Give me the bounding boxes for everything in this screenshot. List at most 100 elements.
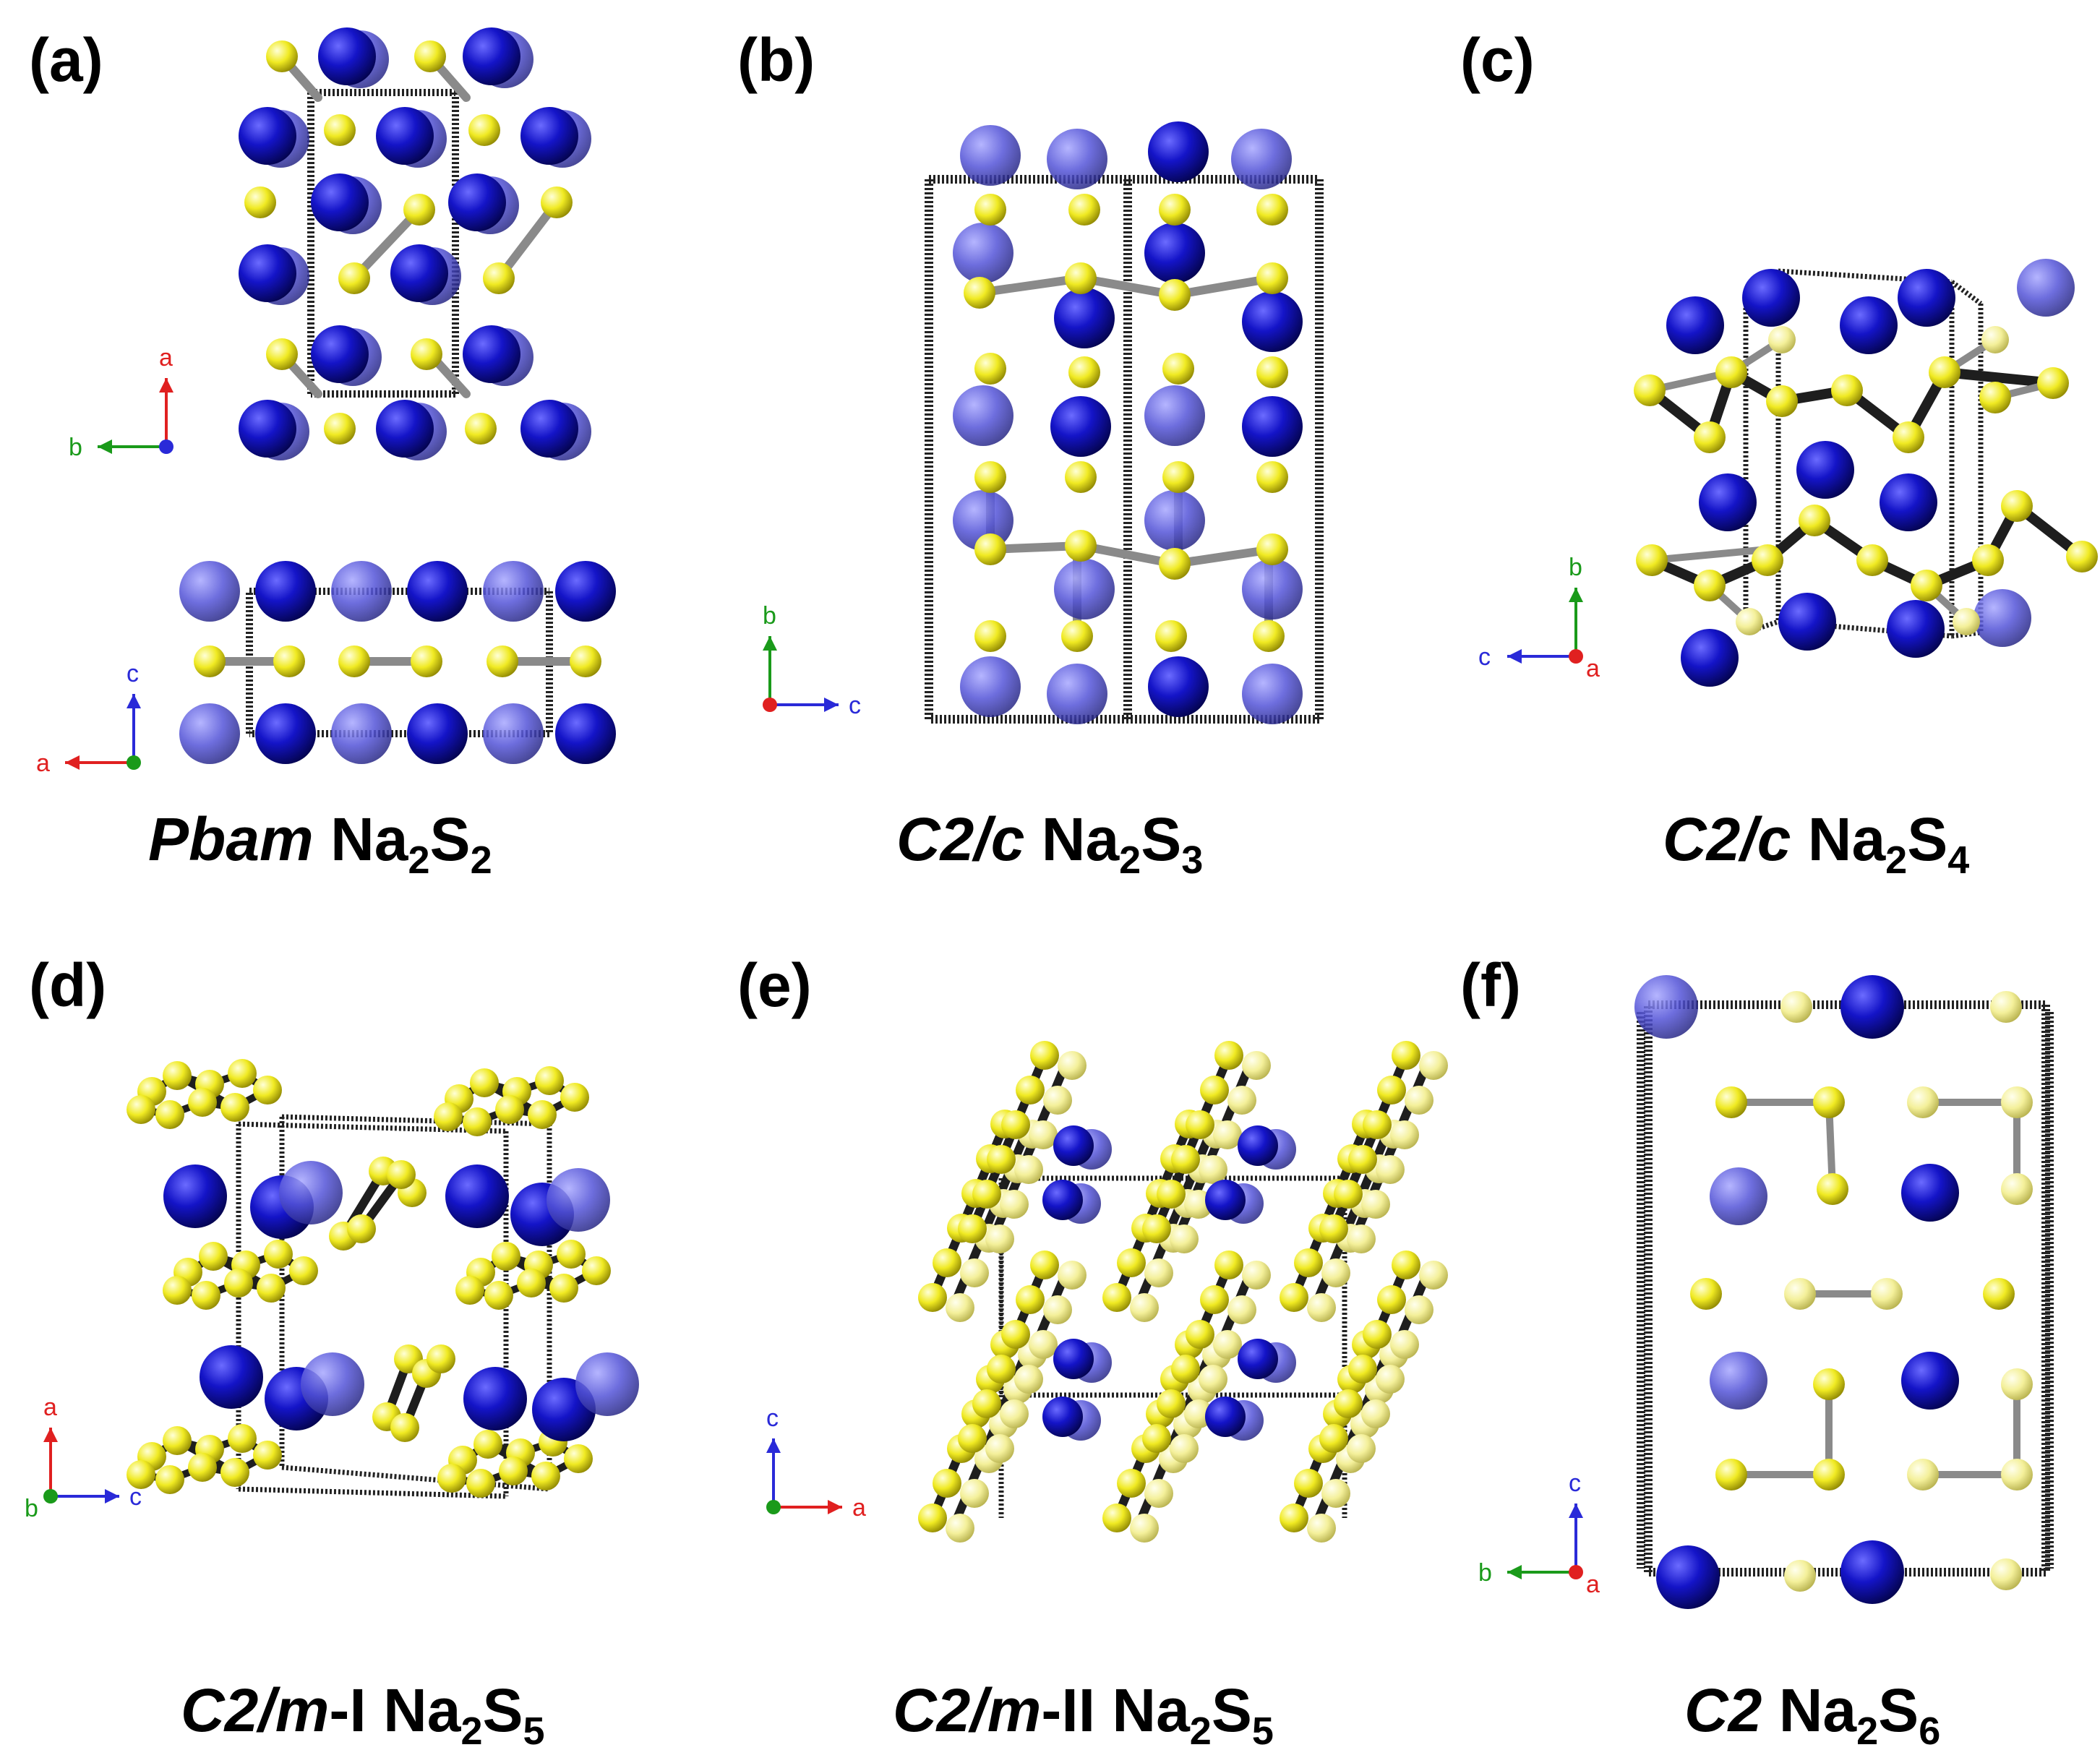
na-atom <box>463 27 520 85</box>
axis-label-horizontal: b <box>1478 1559 1492 1587</box>
s-atom <box>557 1240 586 1269</box>
s-atom <box>958 1424 987 1453</box>
na-atom <box>390 244 448 302</box>
s-atom <box>220 1458 249 1487</box>
s-atom <box>387 1160 416 1189</box>
s-atom <box>1242 1051 1271 1080</box>
na-atom <box>1054 559 1115 619</box>
s-atom <box>1155 620 1187 652</box>
s-atom <box>427 1344 455 1373</box>
s-atom <box>582 1256 611 1285</box>
axis-origin <box>1569 1565 1583 1579</box>
s-atom <box>1376 1155 1405 1184</box>
s-atom <box>1831 374 1863 406</box>
s-atom <box>1058 1261 1087 1290</box>
s-atom <box>933 1248 961 1277</box>
axes-indicator-d: acb <box>25 1394 142 1522</box>
s-atom <box>1029 1330 1058 1359</box>
axes-indicator-e: ca <box>766 1404 866 1522</box>
na-atom <box>1887 600 1945 658</box>
s-atom <box>1171 1355 1200 1384</box>
panel-d: (d) acb C2/m-I Na2S5 <box>25 951 639 1753</box>
na-atom <box>1144 385 1205 446</box>
caption-f: C2 Na2S6 <box>1684 1676 1940 1753</box>
na-atom <box>1699 473 1757 531</box>
caption-a: Pbam Na2S2 <box>148 805 492 882</box>
s-atom <box>1990 1558 2022 1590</box>
s-atom <box>1907 1086 1939 1118</box>
s-atom <box>1030 1041 1059 1070</box>
na-atom <box>407 561 468 622</box>
na-atom <box>960 656 1021 717</box>
na-atom <box>1042 1397 1083 1437</box>
na-atom <box>1231 129 1292 189</box>
s-atom <box>1186 1110 1214 1139</box>
na-atom <box>1050 396 1111 457</box>
s-atom <box>499 1457 528 1485</box>
s-atom <box>560 1083 589 1112</box>
s-atom <box>549 1274 578 1303</box>
cell-edge <box>238 1486 507 1499</box>
s-atom <box>468 114 500 146</box>
s-atom <box>960 1479 989 1508</box>
na-atom <box>1053 1125 1094 1166</box>
s-atom <box>1214 1251 1243 1279</box>
s-atom <box>1294 1469 1323 1498</box>
s-atom <box>455 1276 484 1305</box>
s-atom <box>1752 544 1783 576</box>
axis-label-up: b <box>1569 554 1582 581</box>
na-atom <box>1666 296 1724 354</box>
bond <box>1076 541 1179 568</box>
na-atom <box>1710 1167 1767 1225</box>
axis-origin <box>766 1500 781 1514</box>
s-atom <box>1014 1155 1043 1184</box>
s-atom <box>1348 1355 1377 1384</box>
s-atom <box>1186 1320 1214 1349</box>
axis-label-up: c <box>766 1404 779 1432</box>
s-atom <box>958 1214 987 1243</box>
s-atom <box>1068 356 1100 388</box>
s-atom <box>473 1430 502 1459</box>
axis-arrowhead <box>1507 649 1522 664</box>
na-atom <box>1840 296 1898 354</box>
na-atom <box>1710 1352 1767 1410</box>
s-atom <box>465 413 497 445</box>
na-atom <box>448 173 506 231</box>
s-atom <box>1256 356 1288 388</box>
s-atom <box>492 1242 520 1271</box>
s-atom <box>411 338 442 370</box>
s-atom <box>1856 544 1888 576</box>
caption-c: C2/c Na2S4 <box>1663 805 1969 882</box>
axis-origin <box>159 439 173 454</box>
s-atom <box>338 645 370 677</box>
bond <box>1940 367 2058 388</box>
s-atom <box>253 1441 282 1470</box>
s-atom <box>1893 421 1924 453</box>
s-atom <box>1213 1120 1242 1149</box>
s-atom <box>1117 1469 1146 1498</box>
na-atom <box>311 173 369 231</box>
s-atom <box>933 1469 961 1498</box>
na-atom <box>1778 593 1836 651</box>
na-atom <box>301 1352 364 1416</box>
s-atom <box>1694 421 1726 453</box>
s-atom <box>1162 353 1194 385</box>
s-atom <box>2001 1459 2033 1490</box>
bond <box>975 274 1085 297</box>
s-atom <box>1253 620 1285 652</box>
s-atom <box>1142 1214 1171 1243</box>
s-atom <box>437 1464 466 1493</box>
s-atom <box>264 1240 293 1269</box>
na-atom <box>255 561 316 622</box>
s-atom <box>1334 1389 1363 1418</box>
axis-label-out: a <box>1586 655 1600 682</box>
axis-arrowhead <box>105 1489 119 1504</box>
s-atom <box>528 1100 557 1129</box>
na-atom <box>239 244 296 302</box>
na-atom <box>331 561 392 622</box>
axis-origin <box>1569 649 1583 664</box>
na-atom <box>1901 1352 1959 1410</box>
axis-label-out: a <box>1586 1571 1600 1598</box>
s-atom <box>1334 1180 1363 1209</box>
s-atom <box>1256 262 1288 294</box>
